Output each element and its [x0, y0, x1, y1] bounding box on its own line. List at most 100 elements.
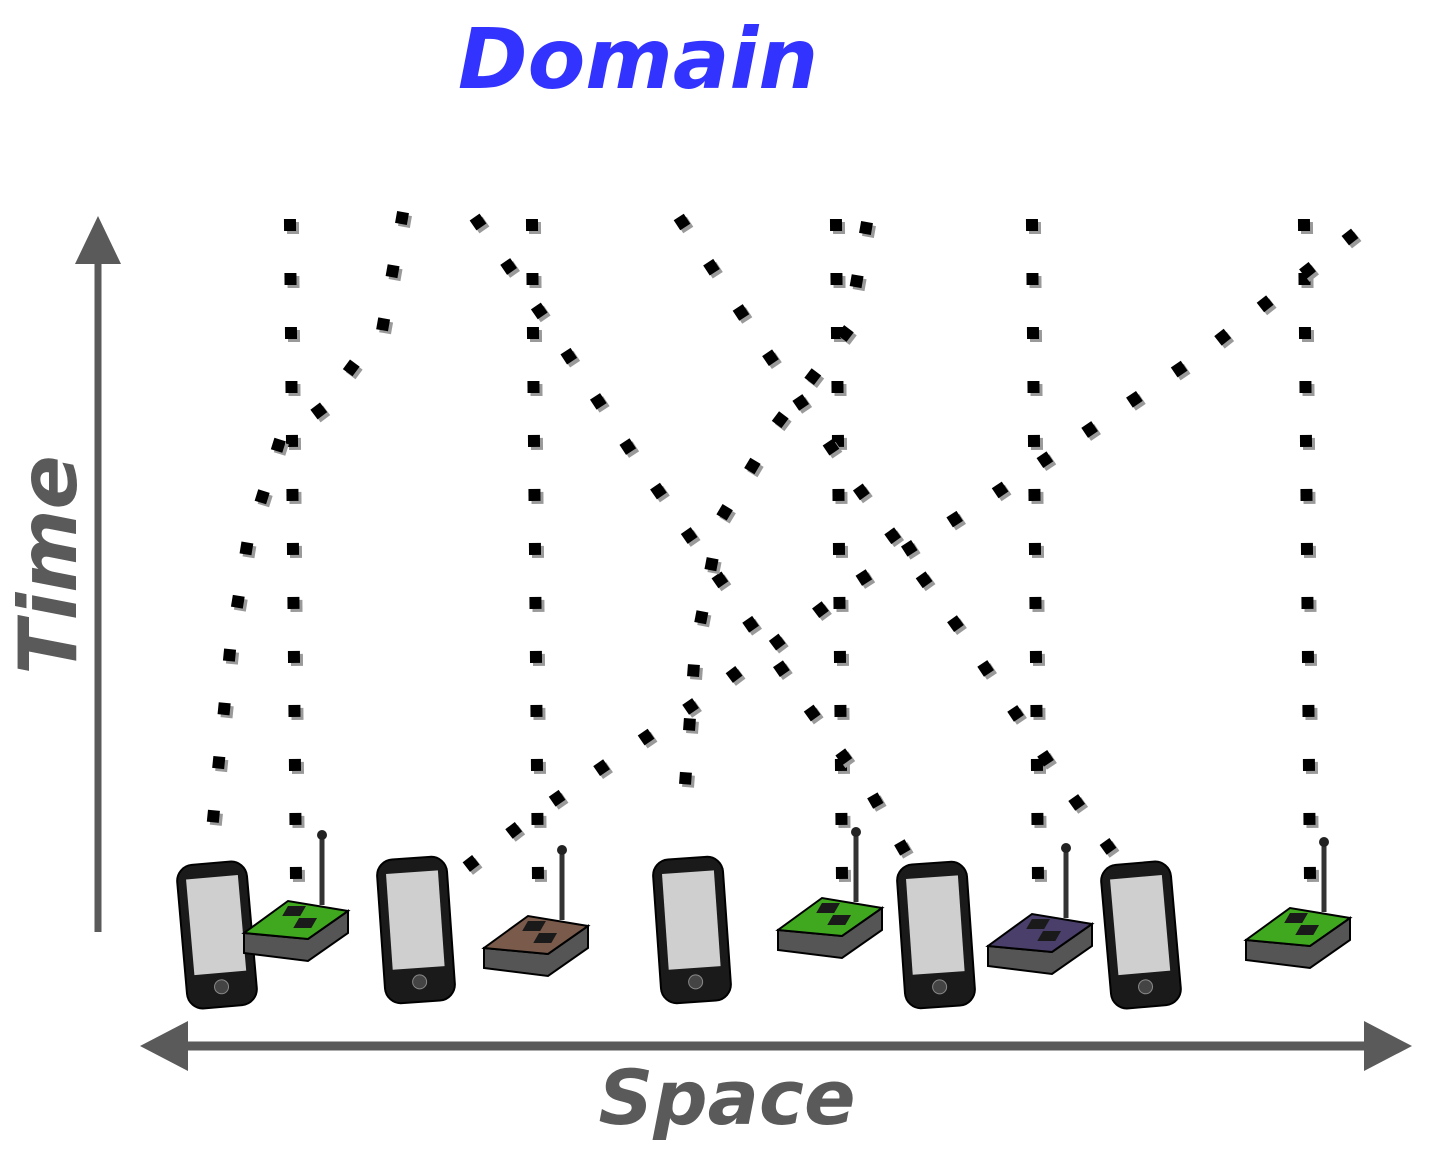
trace-marker: [1028, 488, 1041, 502]
space-axis-label: Space: [598, 1053, 855, 1142]
mote-chip: [827, 915, 852, 925]
trace-marker: [1303, 812, 1316, 826]
device-row: [176, 827, 1353, 1010]
trace-marker: [773, 660, 790, 678]
trace-marker: [822, 438, 840, 456]
trace-marker: [829, 218, 843, 232]
trace-marker: [310, 402, 328, 420]
trace-marker: [286, 488, 299, 502]
trace-marker: [852, 483, 870, 501]
mote-board: [775, 896, 885, 938]
mote-chip: [533, 933, 558, 943]
trace-marker: [704, 557, 719, 572]
mote-chip: [293, 918, 318, 928]
smartphone-icon: [1100, 860, 1182, 1010]
trace-marker: [832, 542, 846, 556]
trace-3: [829, 218, 851, 883]
phone-screen: [386, 870, 445, 970]
mote-board: [985, 912, 1095, 954]
smartphone-icon: [376, 855, 456, 1005]
antenna-tip: [1319, 837, 1329, 847]
trace-marker: [525, 218, 539, 232]
trace-10: [462, 228, 1362, 875]
trace-marker: [462, 855, 480, 872]
trace-marker: [867, 792, 884, 809]
mote-chip: [1284, 913, 1308, 923]
trace-marker: [859, 221, 873, 235]
time-axis-label: Time: [2, 455, 95, 675]
sensor-mote-icon: [481, 845, 591, 978]
trace-marker: [239, 541, 254, 556]
mote-board: [1243, 906, 1353, 948]
mote-chip: [282, 906, 306, 916]
trace-marker: [832, 488, 845, 502]
trace-marker: [288, 758, 302, 772]
sensor-mote-icon: [241, 830, 351, 963]
trace-marker: [385, 264, 400, 279]
trace-marker: [744, 457, 761, 475]
trace-marker: [527, 434, 541, 448]
trace-marker: [589, 393, 607, 410]
trace-marker: [505, 821, 523, 839]
smartphone-icon: [652, 855, 732, 1005]
trace-marker: [812, 601, 829, 619]
space-axis: [140, 1021, 1412, 1071]
trace-marker: [1301, 650, 1315, 664]
trace-7: [469, 213, 914, 859]
trace-9: [679, 221, 876, 788]
trace-marker: [1303, 866, 1316, 880]
trace-marker: [530, 758, 544, 772]
trace-marker: [947, 615, 964, 633]
trace-marker: [1029, 596, 1042, 610]
trace-marker: [1298, 326, 1312, 340]
trace-marker: [1256, 295, 1274, 313]
trace-marker: [285, 434, 299, 448]
trace-marker: [1030, 704, 1043, 718]
trace-marker: [1126, 390, 1143, 408]
trace-marker: [803, 704, 821, 722]
trace-marker: [1031, 866, 1044, 880]
trace-marker: [1170, 360, 1188, 378]
trace-marker: [703, 258, 720, 276]
sensor-mote-icon: [775, 827, 885, 960]
trace-marker: [619, 438, 637, 455]
trace-marker: [254, 489, 270, 505]
trace-1: [283, 218, 305, 883]
trace-marker: [548, 789, 566, 807]
trace-marker: [768, 633, 786, 651]
trace-2: [525, 218, 547, 883]
trace-marker: [831, 380, 844, 394]
trace-marker: [1300, 488, 1313, 502]
trace-marker: [560, 347, 578, 365]
trace-marker: [1029, 650, 1043, 664]
trace-marker: [217, 702, 231, 716]
phone-screen: [1110, 874, 1171, 976]
trace-marker: [284, 272, 297, 286]
trace-marker: [222, 648, 237, 662]
trace-marker: [792, 394, 810, 411]
trace-marker: [286, 542, 300, 556]
antenna-tip: [317, 830, 327, 840]
trace-marker: [529, 596, 542, 610]
trace-marker: [1025, 218, 1039, 232]
mote-chip: [816, 903, 840, 913]
trace-marker: [287, 596, 300, 610]
trace-marker: [900, 540, 918, 557]
trace-marker: [1068, 794, 1086, 811]
trace-marker: [1301, 596, 1314, 610]
trace-marker: [1302, 704, 1315, 718]
trace-marker: [1027, 434, 1041, 448]
smartphone-icon: [176, 860, 258, 1010]
trace-marker: [206, 809, 220, 823]
mote-chip: [1037, 931, 1062, 941]
trace-marker: [637, 728, 655, 746]
trace-marker: [830, 272, 843, 286]
trace-marker: [527, 380, 540, 394]
trace-5: [1297, 218, 1319, 883]
trace-marker: [771, 411, 789, 429]
trace-marker: [469, 213, 487, 231]
trace-marker: [833, 650, 847, 664]
trace-marker: [716, 504, 733, 521]
mote-chip: [1295, 925, 1320, 935]
